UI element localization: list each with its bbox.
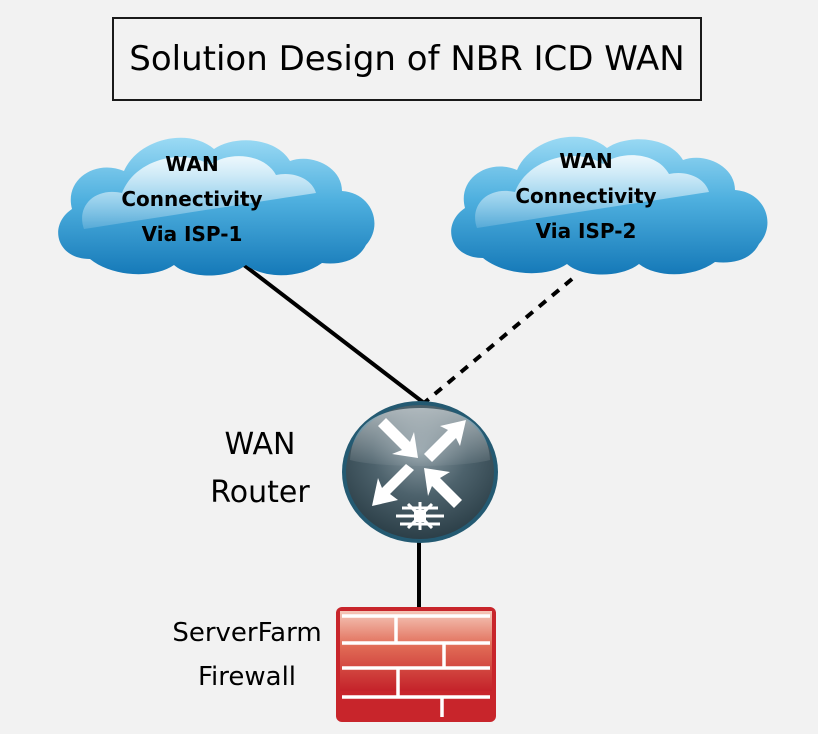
router-label: WAN Router xyxy=(180,421,340,517)
firewall-label: ServerFarm Firewall xyxy=(162,611,332,699)
cloud-label-line: WAN xyxy=(559,149,613,173)
diagram-title: Solution Design of NBR ICD WAN xyxy=(129,39,685,79)
cloud-label-isp-2: WAN Connectivity Via ISP-2 xyxy=(486,144,686,249)
firewall-label-line: ServerFarm xyxy=(172,618,322,648)
cloud-label-line: Via ISP-2 xyxy=(535,219,637,243)
router-label-line: Router xyxy=(210,475,310,510)
cloud-label-line: Via ISP-1 xyxy=(141,222,243,246)
cloud-label-line: WAN xyxy=(165,152,219,176)
title-box: Solution Design of NBR ICD WAN xyxy=(112,17,702,101)
router-icon xyxy=(342,401,498,543)
link-isp2-router xyxy=(422,277,574,405)
link-isp1-router xyxy=(238,260,426,405)
firewall-icon xyxy=(336,607,496,722)
router-label-line: WAN xyxy=(224,427,296,462)
cloud-label-isp-1: WAN Connectivity Via ISP-1 xyxy=(92,147,292,252)
firewall-label-line: Firewall xyxy=(197,662,297,692)
cloud-icon xyxy=(451,136,768,275)
cloud-label-line: Connectivity xyxy=(121,187,263,211)
cloud-label-line: Connectivity xyxy=(515,184,657,208)
cloud-icon xyxy=(58,137,375,276)
